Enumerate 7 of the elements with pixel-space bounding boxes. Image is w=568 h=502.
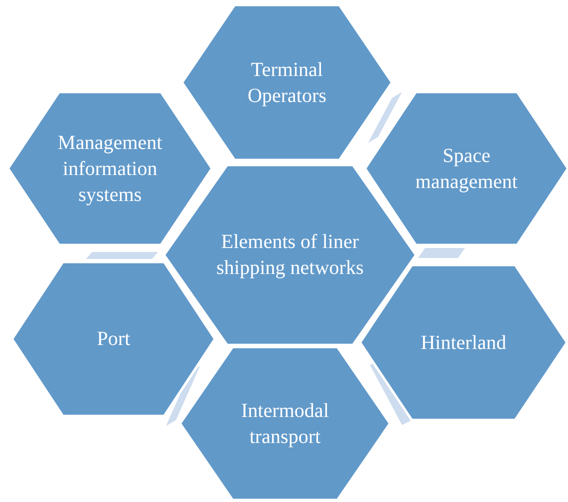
node-label: Terminal Operators	[246, 58, 328, 108]
node-label: Management information systems	[56, 130, 164, 208]
node-label: Port	[96, 327, 130, 352]
node-label: Intermodal transport	[240, 398, 330, 450]
node-label: Elements of liner shipping networks	[215, 230, 365, 281]
node-label: Space management	[414, 144, 519, 194]
node-label: Hinterland	[420, 330, 506, 356]
